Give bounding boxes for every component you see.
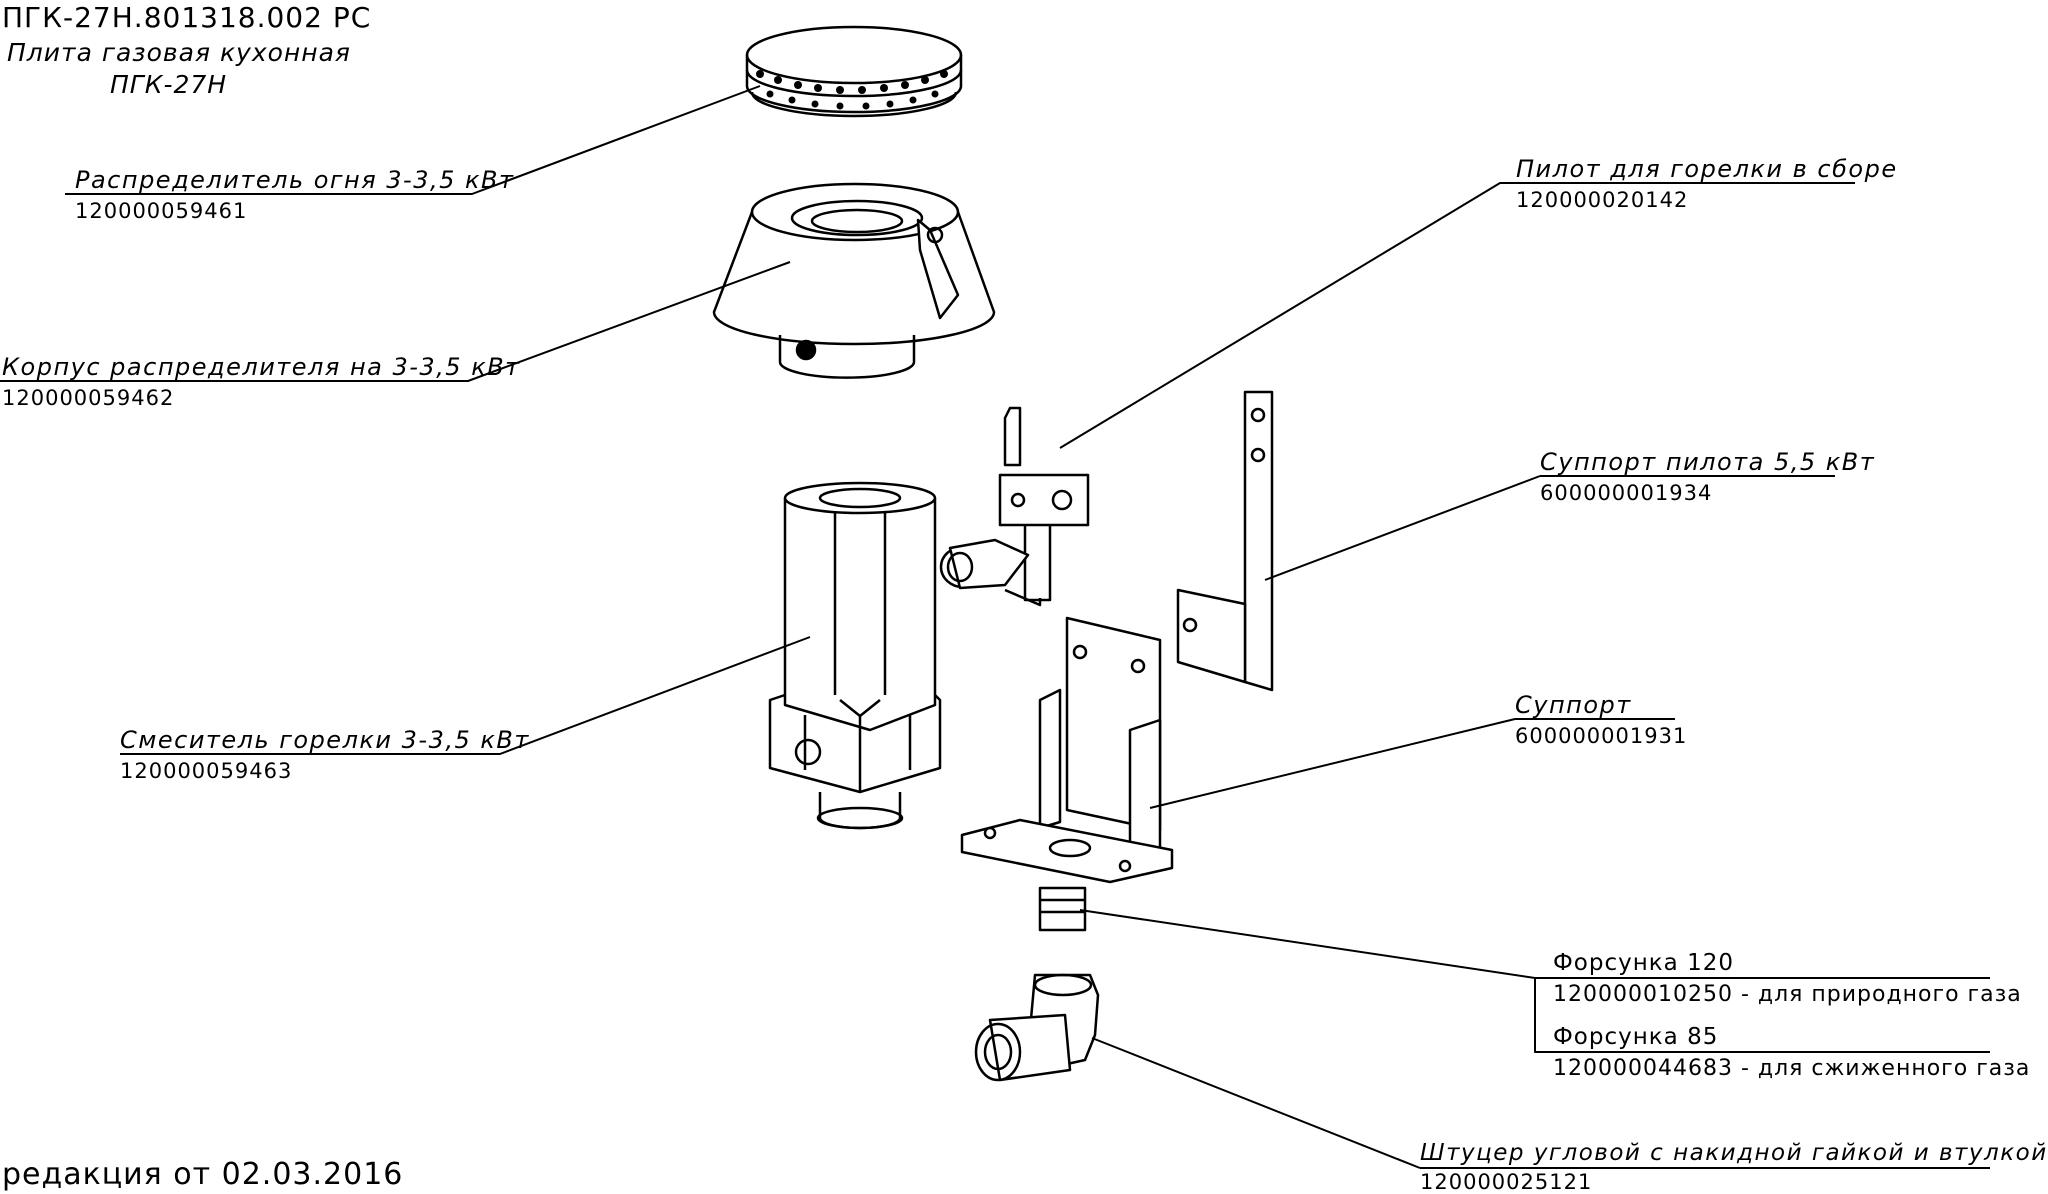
leader-distributor-body (0, 261, 791, 382)
angle-fitting-part (974, 973, 1100, 1082)
revision-date: редакция от 02.03.2016 (2, 1157, 404, 1192)
part-code-distributor-body: 120000059462 (2, 386, 175, 410)
part-name-fire-distributor: Распределитель огня 3-3,5 кВт (75, 166, 515, 194)
injector-part (1038, 886, 1087, 932)
part-code-pilot-support: 600000001934 (1540, 481, 1713, 505)
leader-pilot (1059, 182, 1855, 449)
leader-fire-distributor (65, 85, 761, 195)
part-name-distributor-body: Корпус распределителя на 3-3,5 кВт (2, 353, 521, 381)
part-name-pilot: Пилот для горелки в сборе (1516, 155, 1898, 183)
document-code: ПГК-27Н.801318.002 РС (2, 1, 372, 34)
leader-injector-bracket (1534, 978, 1990, 1053)
leader-lines (0, 85, 1990, 1169)
document-title: Плита газовая кухонная (7, 38, 351, 67)
pilot-support-part (1176, 390, 1274, 692)
part-name-injector-85: Форсунка 85 (1553, 1024, 1719, 1050)
distributor-body-part (712, 182, 996, 379)
part-code-injector-120: 120000010250 - для природного газа (1553, 982, 2022, 1007)
leader-mixer (120, 636, 811, 755)
part-name-support: Суппорт (1515, 691, 1632, 719)
part-name-injector-120: Форсунка 120 (1553, 950, 1734, 976)
support-part (960, 616, 1174, 884)
exploded-parts-drawing (0, 25, 1990, 1169)
part-name-mixer: Смеситель горелки 3-3,5 кВт (120, 726, 530, 754)
mixer-part (768, 481, 942, 830)
part-code-angle-fitting: 120000025121 (1420, 1170, 1593, 1194)
part-name-pilot-support: Суппорт пилота 5,5 кВт (1540, 448, 1876, 476)
part-code-mixer: 120000059463 (120, 759, 293, 783)
product-model: ПГК-27Н (110, 70, 228, 99)
part-code-support: 600000001931 (1515, 724, 1688, 748)
part-code-injector-85: 120000044683 - для сжиженного газа (1553, 1056, 2031, 1081)
leader-fitting (1091, 1037, 1990, 1169)
part-code-fire-distributor: 120000059461 (75, 199, 248, 223)
pilot-assembly-part (939, 406, 1090, 607)
leader-pilot-support (1264, 475, 1835, 581)
part-name-angle-fitting: Штуцер угловой с накидной гайкой и втулк… (1420, 1140, 2048, 1166)
leader-injector (1079, 909, 1990, 979)
burner-cap-part (745, 25, 963, 118)
part-code-pilot: 120000020142 (1516, 188, 1689, 212)
leader-support (1149, 718, 1675, 809)
